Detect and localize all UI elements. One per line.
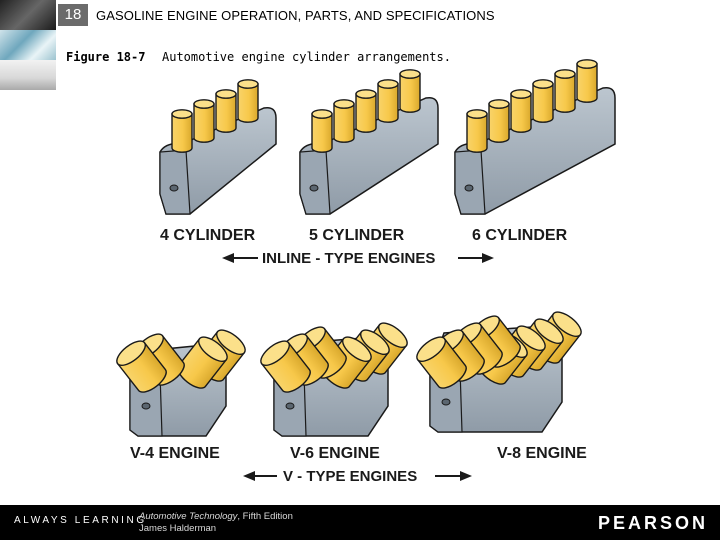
cylinder: [333, 99, 355, 143]
engine-block: [299, 96, 439, 215]
engine-label-5-cylinder: 5 CYLINDER: [309, 227, 405, 244]
book-info: Automotive Technology, Fifth Edition Jam…: [139, 511, 293, 535]
cylinder: [416, 336, 467, 389]
cylinder: [377, 79, 399, 123]
cylinder: [116, 340, 167, 393]
cylinder: [177, 336, 228, 389]
v6-engine-drawing: [260, 322, 408, 437]
bolt-hole: [464, 184, 474, 192]
cylinder: [260, 340, 311, 393]
cylinder: [399, 69, 421, 113]
engine-label-v4: V-4 ENGINE: [130, 445, 220, 462]
bolt-hole: [169, 184, 179, 192]
car-thumbnail: [0, 0, 56, 30]
engine-label-6-cylinder: 6 CYLINDER: [472, 227, 568, 244]
book-edition: , Fifth Edition: [237, 511, 293, 522]
cylinder: [554, 69, 576, 113]
engine-block-front: [299, 149, 331, 215]
footer-bar: ALWAYS LEARNING Automotive Technology, F…: [0, 505, 720, 540]
chapter-title: GASOLINE ENGINE OPERATION, PARTS, AND SP…: [96, 8, 495, 23]
inline-engines-label: INLINE - TYPE ENGINES: [262, 250, 435, 267]
always-learning-tagline: ALWAYS LEARNING: [14, 515, 147, 526]
engine-block-front: [454, 149, 486, 215]
inline-group-arrow: [222, 253, 494, 263]
engine-block-front: [159, 149, 191, 215]
pearson-logo: PEARSON: [597, 513, 708, 533]
cylinder-arrangements-figure: 4 CYLINDER 5 CYLINDER 6 CYLINDER INLINE …: [116, 59, 616, 485]
inline-5-engine-drawing: [299, 69, 439, 215]
figure-label: Figure 18-7: [66, 50, 146, 64]
cylinder: [466, 109, 488, 153]
red-car-thumbnail: [0, 60, 56, 90]
cylinder: [193, 99, 215, 143]
figure-caption: Automotive engine cylinder arrangements.: [162, 50, 451, 64]
engine-label-v8: V-8 ENGINE: [497, 445, 587, 462]
water-splash-thumbnail: [0, 30, 56, 60]
inline-4-engine-drawing: [159, 79, 277, 215]
bolt-hole: [441, 398, 451, 406]
v8-engine-drawing: [416, 311, 582, 433]
chapter-thumbnail-strip: [0, 0, 56, 90]
cylinder: [215, 89, 237, 133]
cylinder: [532, 79, 554, 123]
cylinder: [510, 89, 532, 133]
bolt-hole: [285, 402, 295, 410]
v4-engine-drawing: [116, 329, 246, 437]
engine-block: [159, 106, 277, 215]
cylinder: [311, 109, 333, 153]
engine-label-v6: V-6 ENGINE: [290, 445, 380, 462]
book-author: James Halderman: [139, 523, 217, 534]
cylinder: [237, 79, 259, 123]
engine-label-4-cylinder: 4 CYLINDER: [160, 227, 256, 244]
bolt-hole: [141, 402, 151, 410]
v-engines-label: V - TYPE ENGINES: [283, 468, 417, 485]
cylinder: [488, 99, 510, 143]
cylinder: [355, 89, 377, 133]
v-group-arrow: [243, 471, 472, 481]
inline-6-engine-drawing: [454, 59, 616, 215]
book-title: Automotive Technology: [139, 511, 238, 522]
chapter-number: 18: [58, 4, 88, 26]
cylinder: [576, 59, 598, 103]
engine-block: [454, 86, 616, 215]
bolt-hole: [309, 184, 319, 192]
cylinder: [171, 109, 193, 153]
